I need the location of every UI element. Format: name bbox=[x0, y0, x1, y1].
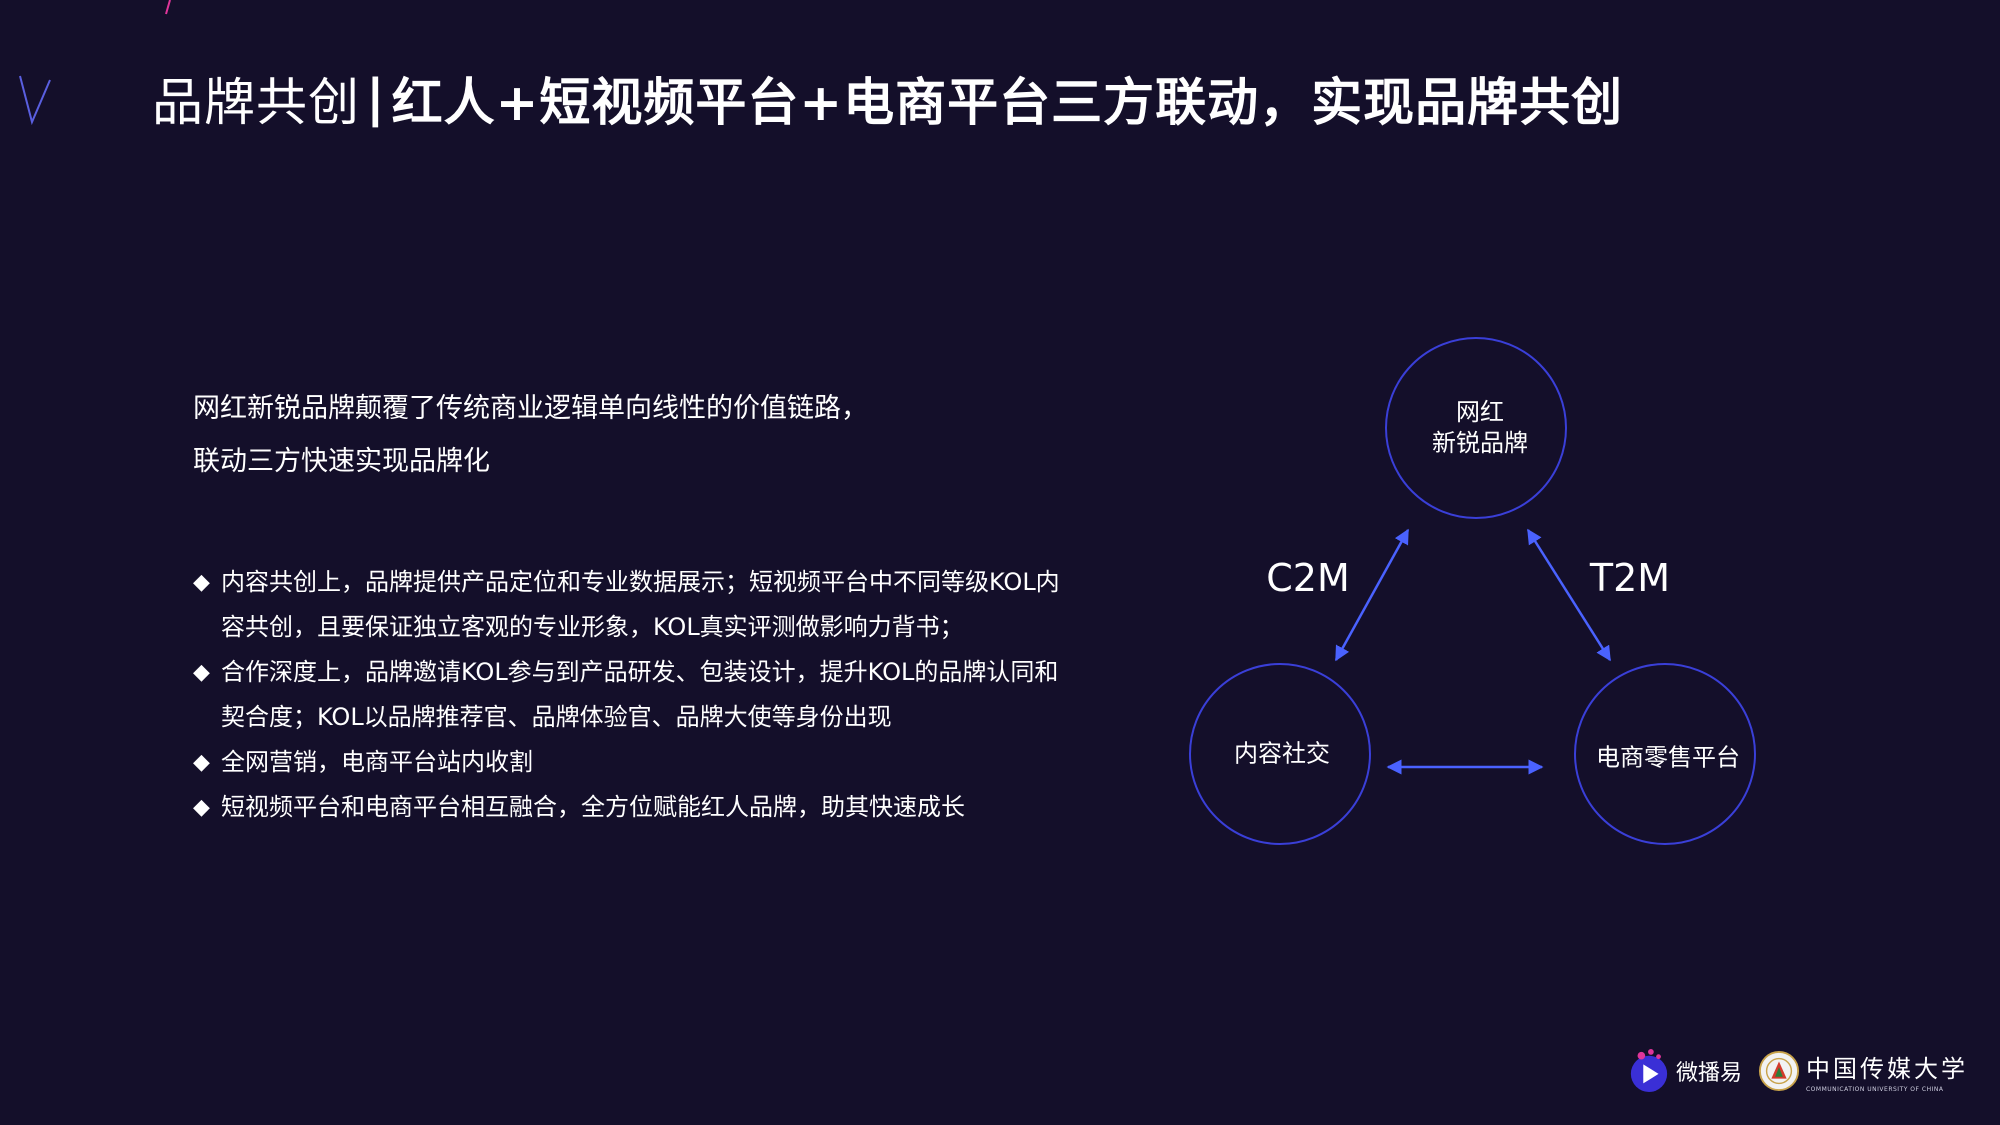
decorative-pink-stroke bbox=[165, 0, 171, 15]
diamond-bullet-icon: ◆ bbox=[193, 795, 210, 820]
node-circle-top bbox=[1385, 337, 1567, 519]
bullet-line: 短视频平台和电商平台相互融合，全方位赋能红人品牌，助其快速成长 bbox=[221, 793, 965, 821]
university-logo-text: 中国传媒大学 COMMUNICATION UNIVERSITY OF CHINA bbox=[1806, 1049, 1968, 1093]
page-title: 品牌共创 | 红人+短视频平台+电商平台三方联动，实现品牌共创 bbox=[152, 62, 1623, 134]
diamond-bullet-icon: ◆ bbox=[193, 570, 210, 595]
arrow-top-left bbox=[1334, 528, 1410, 662]
bullet-item: ◆ 全网营销，电商平台站内收割 bbox=[193, 740, 1133, 785]
bullet-item: ◆ 内容共创上，品牌提供产品定位和专业数据展示；短视频平台中不同等级KOL内 容… bbox=[193, 560, 1133, 650]
edge-label-c2m: C2M bbox=[1266, 556, 1350, 600]
node-label-left: 内容社交 bbox=[1234, 739, 1330, 768]
bullet-line: 合作深度上，品牌邀请KOL参与到产品研发、包装设计，提升KOL的品牌认同和 bbox=[221, 658, 1059, 686]
bullet-list: ◆ 内容共创上，品牌提供产品定位和专业数据展示；短视频平台中不同等级KOL内 容… bbox=[193, 560, 1133, 830]
diamond-bullet-icon: ◆ bbox=[193, 750, 210, 775]
brand-name: 微播易 bbox=[1675, 1061, 1742, 1086]
node-label-top: 网红 新锐品牌 bbox=[1432, 397, 1528, 459]
node-circle-left bbox=[1189, 663, 1371, 845]
title-separator: | bbox=[366, 68, 386, 128]
university-name-en: COMMUNICATION UNIVERSITY OF CHINA bbox=[1805, 1086, 1944, 1093]
intro-text: 网红新锐品牌颠覆了传统商业逻辑单向线性的价值链路， 联动三方快速实现品牌化 bbox=[193, 382, 868, 488]
edge-label-t2m: T2M bbox=[1589, 556, 1671, 600]
diamond-bullet-icon: ◆ bbox=[193, 660, 210, 685]
university-seal-icon bbox=[1758, 1050, 1800, 1092]
node-circle-right bbox=[1574, 663, 1756, 845]
triangle-diagram: 网红 新锐品牌 内容社交 电商零售平台 C2M T2M bbox=[1160, 320, 1800, 860]
title-main: 红人+短视频平台+电商平台三方联动，实现品牌共创 bbox=[391, 74, 1624, 133]
bullet-line: 全网营销，电商平台站内收割 bbox=[221, 748, 533, 776]
bullet-line: 内容共创上，品牌提供产品定位和专业数据展示；短视频平台中不同等级KOL内 bbox=[221, 568, 1060, 596]
footer-logos: 微播易 中国传媒大学 COMMUNICATION UNIVERSITY OF C… bbox=[1628, 1040, 1968, 1102]
node-label-line: 新锐品牌 bbox=[1432, 429, 1528, 457]
bullet-line: 契合度；KOL以品牌推荐官、品牌体验官、品牌大使等身份出现 bbox=[221, 703, 892, 731]
play-logo-icon bbox=[1630, 1049, 1668, 1092]
node-label-right: 电商零售平台 bbox=[1596, 743, 1740, 772]
arrow-top-right bbox=[1526, 528, 1612, 662]
intro-line: 网红新锐品牌颠覆了传统商业逻辑单向线性的价值链路， bbox=[193, 393, 868, 424]
intro-line: 联动三方快速实现品牌化 bbox=[193, 446, 490, 477]
university-name: 中国传媒大学 bbox=[1805, 1055, 1968, 1083]
diagram-graphic bbox=[1189, 337, 1756, 845]
bullet-item: ◆ 短视频平台和电商平台相互融合，全方位赋能红人品牌，助其快速成长 bbox=[193, 785, 1133, 830]
title-prefix: 品牌共创 bbox=[152, 74, 361, 133]
node-label-line: 网红 bbox=[1456, 398, 1504, 426]
bullet-item: ◆ 合作深度上，品牌邀请KOL参与到产品研发、包装设计，提升KOL的品牌认同和 … bbox=[193, 650, 1133, 740]
bullet-line: 容共创，且要保证独立客观的专业形象，KOL真实评测做影响力背书； bbox=[221, 613, 964, 641]
decorative-v-stroke bbox=[19, 75, 51, 126]
